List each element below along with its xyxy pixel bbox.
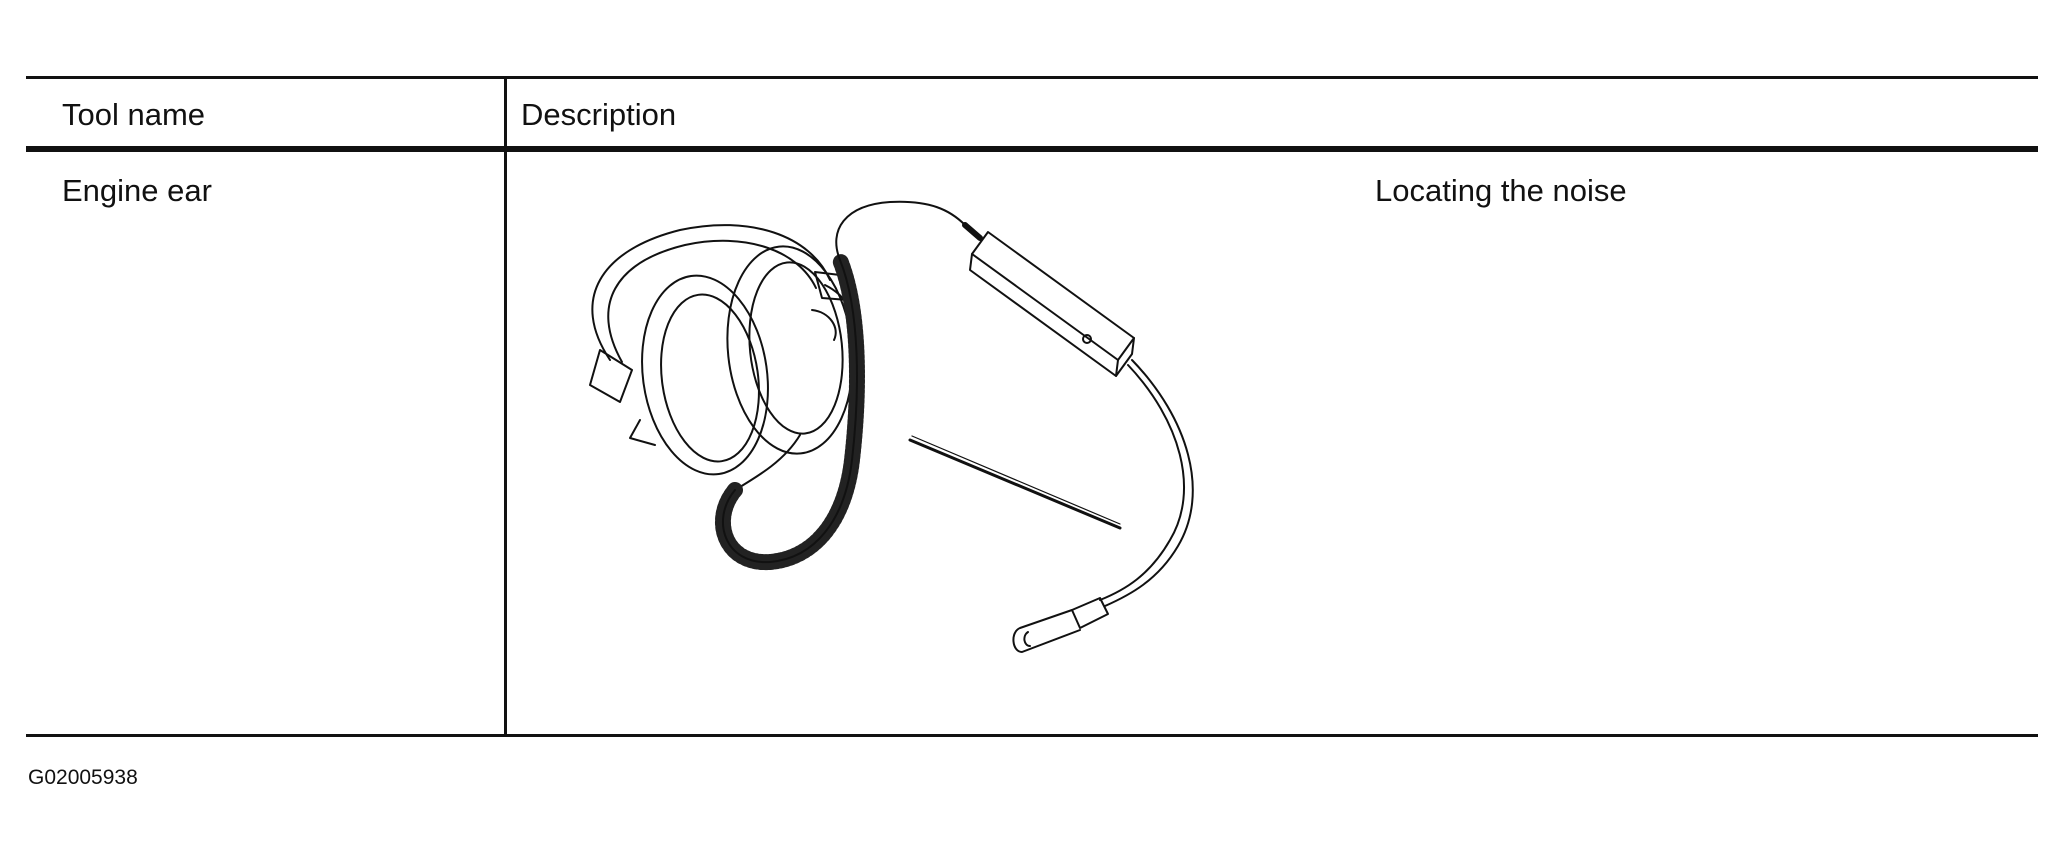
illustration-caption: Locating the noise [1375, 173, 1627, 208]
probe-cable [1099, 364, 1185, 601]
column-divider [504, 77, 507, 736]
table-top-rule [26, 76, 2038, 79]
probe-rod [908, 435, 1122, 530]
header-description: Description [521, 97, 677, 132]
coiled-cable [714, 252, 865, 571]
amplifier-box [969, 231, 1135, 377]
row-tool-name: Engine ear [62, 173, 212, 208]
table-bottom-rule [26, 734, 2038, 737]
amplifier-cable [835, 200, 966, 261]
header-separator-rule [26, 146, 2038, 152]
figure-id: G02005938 [28, 766, 138, 789]
cable-strain-relief [962, 222, 983, 241]
headphones-with-probe-icon [589, 200, 1194, 653]
header-tool-name: Tool name [62, 97, 206, 132]
left-ear-cup [629, 274, 769, 476]
short-cable [734, 434, 801, 491]
headband [589, 224, 849, 403]
probe-handle [1012, 597, 1109, 653]
probe-cable-outline [1104, 359, 1194, 607]
